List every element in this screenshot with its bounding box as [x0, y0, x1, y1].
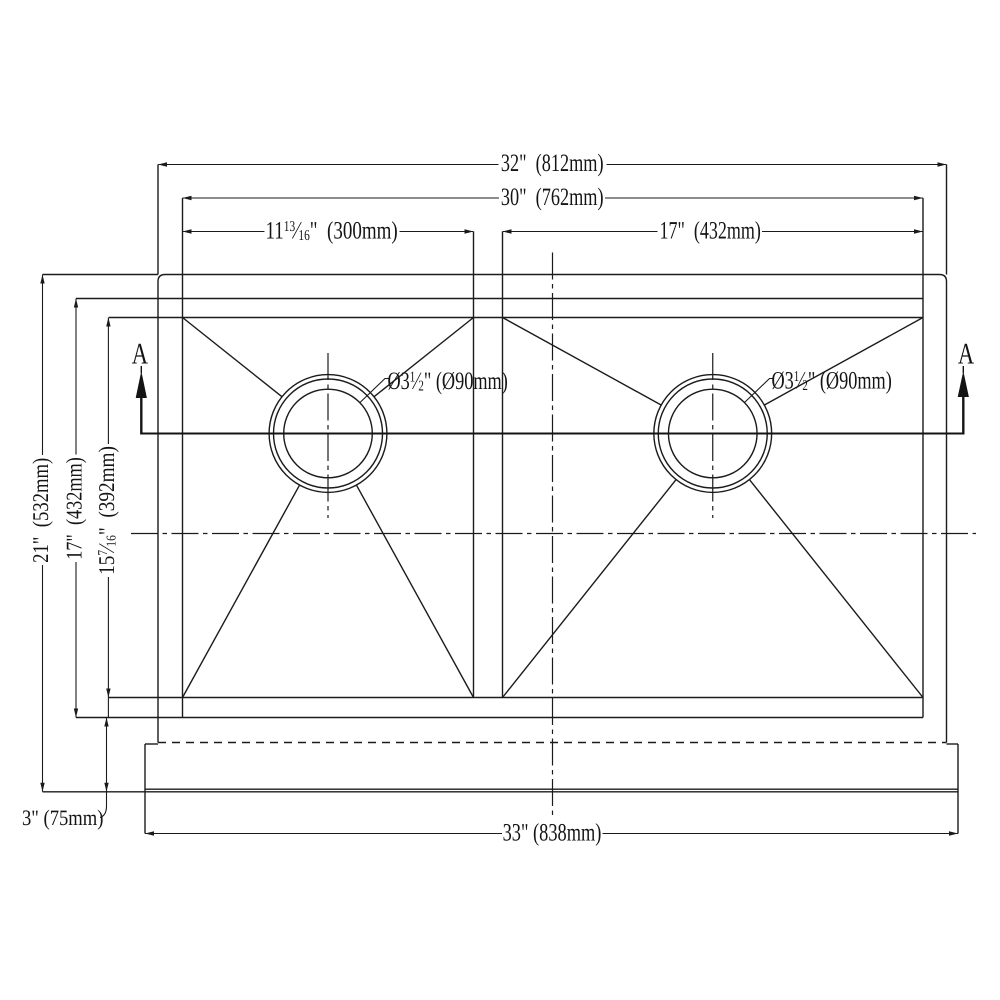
- svg-text:A: A: [132, 338, 149, 371]
- svg-text:1113⁄16" (300mm): 1113⁄16" (300mm): [266, 217, 398, 244]
- svg-text:17" (432mm): 17" (432mm): [660, 217, 761, 244]
- svg-text:17" (432mm): 17" (432mm): [61, 457, 86, 560]
- svg-text:3" (75mm): 3" (75mm): [22, 805, 103, 830]
- svg-text:33" (838mm): 33" (838mm): [503, 820, 602, 847]
- svg-text:30" (762mm): 30" (762mm): [501, 184, 604, 211]
- svg-text:A: A: [958, 338, 975, 371]
- svg-text:Ø31⁄2" (Ø90mm): Ø31⁄2" (Ø90mm): [388, 368, 508, 395]
- svg-text:157⁄16" (392mm): 157⁄16" (392mm): [94, 446, 119, 575]
- svg-text:Ø31⁄2" (Ø90mm): Ø31⁄2" (Ø90mm): [772, 368, 892, 395]
- svg-text:32" (812mm): 32" (812mm): [501, 150, 604, 177]
- svg-text:21" (532mm): 21" (532mm): [28, 458, 53, 563]
